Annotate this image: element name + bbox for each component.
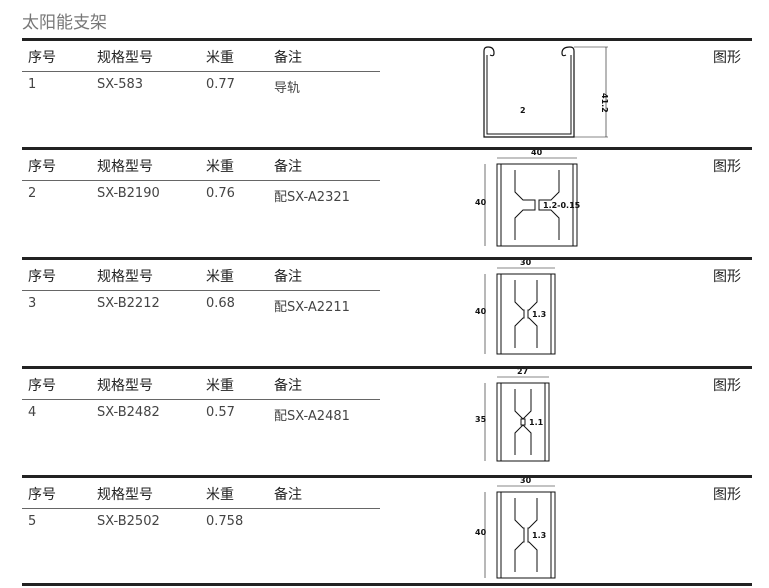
- row-weight: 0.76: [206, 186, 235, 201]
- divider: [22, 71, 380, 72]
- product-row: 序号 规格型号 米重 备注 5 SX-B2502 0.758 图形 30 40 …: [22, 475, 752, 587]
- product-row: 序号 规格型号 米重 备注 4 SX-B2482 0.57 配SX-A2481 …: [22, 366, 752, 478]
- header-no: 序号: [28, 159, 56, 175]
- dim-width: 41.2: [520, 146, 540, 147]
- row-model: SX-B2190: [97, 186, 160, 201]
- row-model: SX-B2212: [97, 296, 160, 311]
- header-no: 序号: [28, 50, 56, 66]
- header-model: 规格型号: [97, 487, 153, 503]
- header-no: 序号: [28, 378, 56, 394]
- row-no: 4: [28, 405, 37, 420]
- profile-drawing: 41.2 41.2 2: [483, 46, 609, 147]
- header-note: 备注: [274, 50, 302, 66]
- row-no: 3: [28, 296, 37, 311]
- row-note: 配SX-A2321: [274, 190, 350, 205]
- dim-thickness: 1.3: [532, 310, 546, 319]
- header-figure: 图形: [713, 159, 741, 175]
- profile-drawing: 30 40 1.3: [475, 260, 556, 355]
- header-figure: 图形: [713, 50, 741, 66]
- header-weight: 米重: [206, 159, 234, 175]
- header-weight: 米重: [206, 378, 234, 394]
- dim-height: 41.2: [600, 93, 609, 113]
- dim-height: 35: [475, 415, 487, 424]
- dim-width: 30: [520, 478, 532, 485]
- divider: [22, 399, 380, 400]
- divider: [22, 290, 380, 291]
- header-weight: 米重: [206, 487, 234, 503]
- dim-thickness: 1.3: [532, 531, 546, 540]
- header-model: 规格型号: [97, 378, 153, 394]
- product-row: 序号 规格型号 米重 备注 3 SX-B2212 0.68 配SX-A2211 …: [22, 257, 752, 369]
- row-note: 配SX-A2211: [274, 300, 350, 315]
- row-no: 2: [28, 186, 37, 201]
- row-model: SX-B2502: [97, 514, 160, 529]
- page-title: 太阳能支架: [22, 13, 107, 33]
- dim-height: 40: [475, 307, 487, 316]
- row-weight: 0.77: [206, 77, 235, 92]
- row-note: 导轨: [274, 81, 301, 96]
- dim-width: 30: [520, 260, 532, 267]
- row-note: 配SX-A2481: [274, 409, 350, 424]
- header-model: 规格型号: [97, 50, 153, 66]
- dim-height: 40: [475, 198, 487, 207]
- dim-width: 27: [517, 369, 528, 376]
- header-note: 备注: [274, 159, 302, 175]
- header-model: 规格型号: [97, 269, 153, 285]
- row-weight: 0.57: [206, 405, 235, 420]
- bottom-rule: [22, 583, 752, 586]
- header-figure: 图形: [713, 378, 741, 394]
- dim-thickness: 1.1: [529, 418, 544, 427]
- row-weight: 0.68: [206, 296, 235, 311]
- header-note: 备注: [274, 378, 302, 394]
- divider: [22, 180, 380, 181]
- header-note: 备注: [274, 269, 302, 285]
- profile-drawing: 27 35 1.1: [475, 369, 550, 462]
- row-model: SX-583: [97, 77, 144, 92]
- header-no: 序号: [28, 269, 56, 285]
- divider: [22, 508, 380, 509]
- dim-height: 40: [475, 528, 487, 537]
- header-figure: 图形: [713, 487, 741, 503]
- dim-thickness: 2: [520, 106, 526, 115]
- profile-drawing: 40 40 1.2-0.15: [475, 150, 581, 247]
- header-note: 备注: [274, 487, 302, 503]
- header-no: 序号: [28, 487, 56, 503]
- header-weight: 米重: [206, 50, 234, 66]
- profile-drawing: 30 40 1.3: [475, 478, 556, 579]
- product-row: 序号 规格型号 米重 备注 1 SX-583 0.77 导轨 图形 41.2 4…: [22, 38, 752, 150]
- product-row: 序号 规格型号 米重 备注 2 SX-B2190 0.76 配SX-A2321 …: [22, 147, 752, 259]
- row-weight: 0.758: [206, 514, 244, 529]
- row-no: 1: [28, 77, 37, 92]
- dim-width: 40: [531, 150, 543, 157]
- row-no: 5: [28, 514, 37, 529]
- header-weight: 米重: [206, 269, 234, 285]
- header-figure: 图形: [713, 269, 741, 285]
- dim-thickness: 1.2-0.15: [543, 201, 581, 210]
- header-model: 规格型号: [97, 159, 153, 175]
- row-model: SX-B2482: [97, 405, 160, 420]
